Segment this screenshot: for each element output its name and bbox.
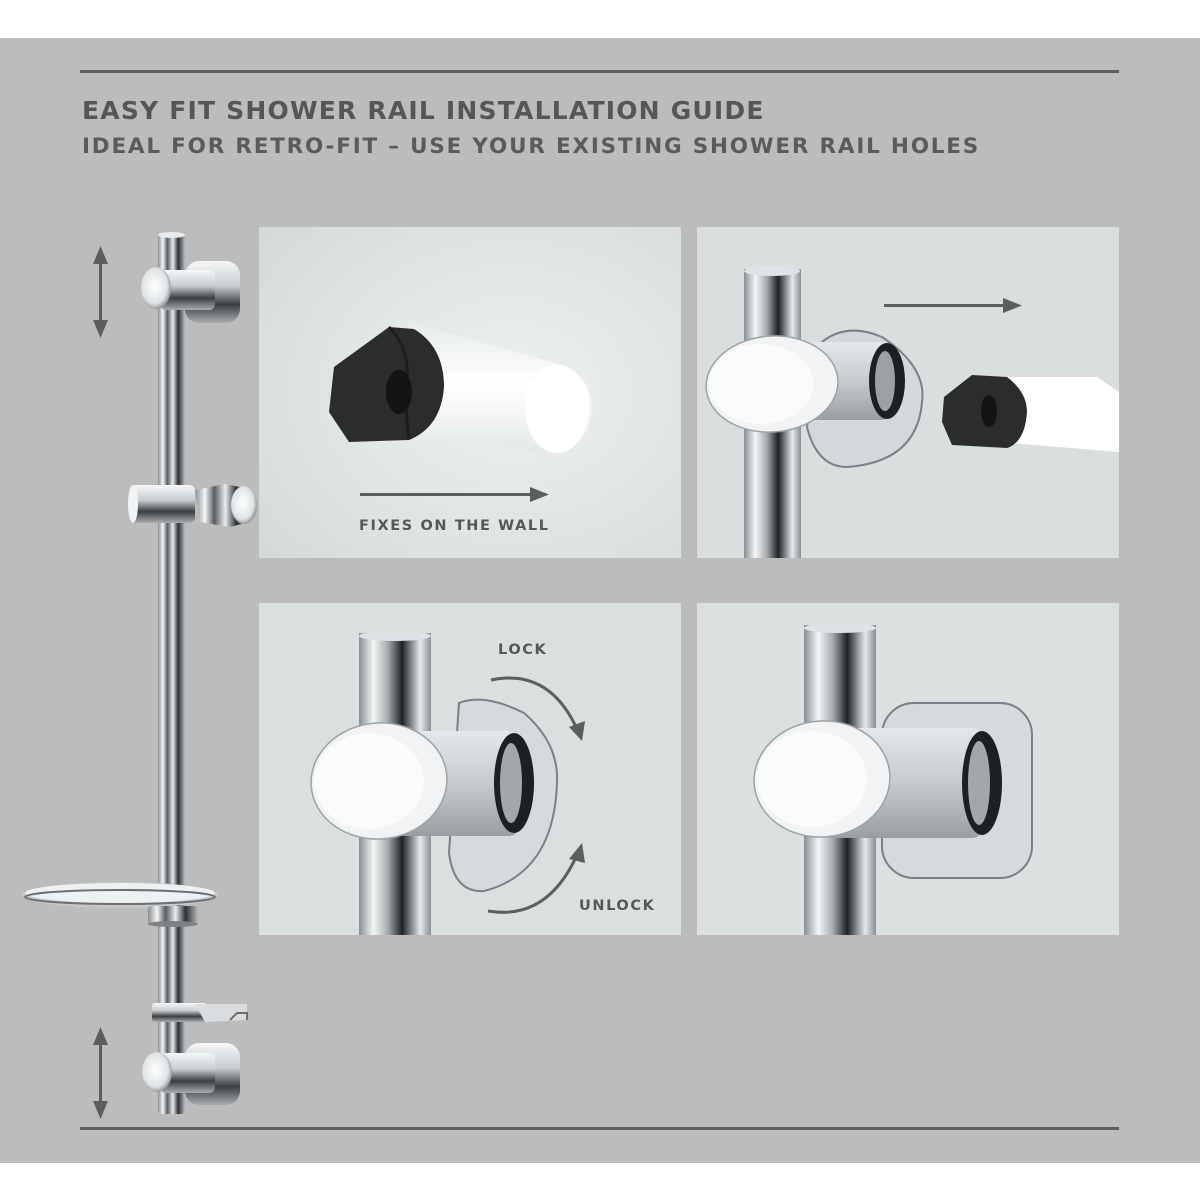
arrow-right-icon	[884, 298, 1022, 313]
guide-sheet: EASY FIT SHOWER RAIL INSTALLATION GUIDE …	[0, 38, 1200, 1163]
lock-unlock-illustration: LOCK UNLOCK	[259, 603, 681, 935]
caption-lock: LOCK	[498, 642, 547, 658]
shower-rail-illustration	[22, 232, 257, 1119]
double-arrow-vertical-icon	[93, 1027, 108, 1119]
arrow-right-icon	[360, 487, 549, 502]
page-title: EASY FIT SHOWER RAIL INSTALLATION GUIDE	[82, 96, 765, 125]
step-panel-lock-unlock: LOCK UNLOCK	[259, 603, 681, 935]
double-arrow-vertical-icon	[93, 246, 108, 338]
step-panel-slide-bracket	[697, 227, 1119, 558]
step-panel-installed	[697, 603, 1119, 935]
curved-arrow-down-icon	[490, 676, 579, 730]
wall-plug-illustration: FIXES ON THE WALL	[259, 227, 681, 558]
curved-arrow-up-icon	[487, 854, 579, 914]
curved-arrow-down-head	[569, 721, 585, 741]
step-panel-fixes-on-wall: FIXES ON THE WALL	[259, 227, 681, 558]
bottom-divider	[80, 1127, 1119, 1130]
installed-bracket-illustration	[697, 603, 1119, 935]
curved-arrow-up-head	[569, 843, 585, 863]
top-divider	[80, 70, 1119, 73]
page-subtitle: IDEAL FOR RETRO-FIT – USE YOUR EXISTING …	[82, 134, 981, 159]
caption-unlock: UNLOCK	[579, 898, 655, 914]
caption-fixes-on-wall: FIXES ON THE WALL	[359, 518, 550, 534]
bracket-plug-illustration	[697, 227, 1119, 558]
